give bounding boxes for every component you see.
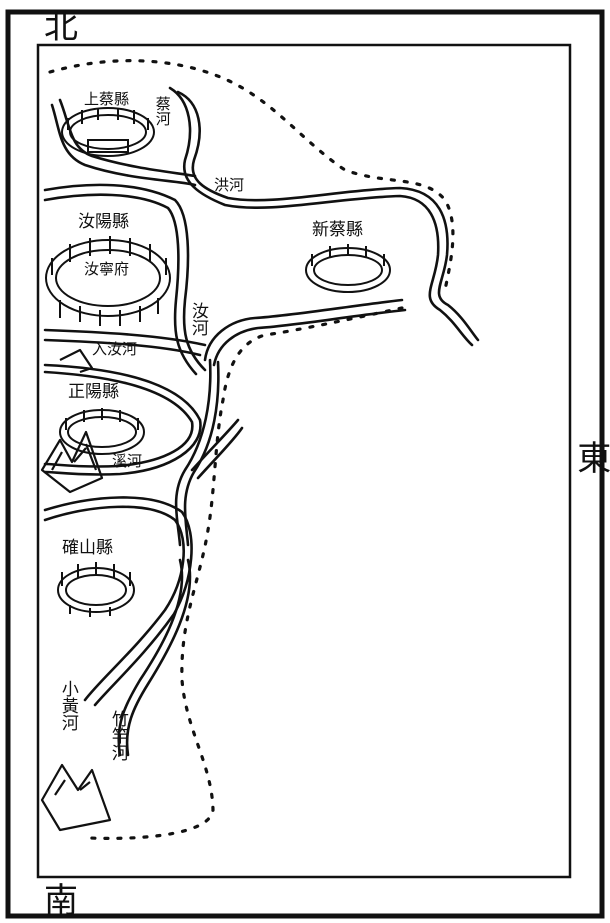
rivers xyxy=(43,86,480,757)
mountains xyxy=(40,348,112,832)
label-xincai: 新蔡縣 xyxy=(312,220,363,240)
city-shangcai xyxy=(61,107,155,157)
label-shangcai: 上蔡縣 xyxy=(84,90,130,108)
city-zhengyang xyxy=(59,408,145,455)
label-xi-river: 溪河 xyxy=(112,452,143,470)
label-ru-river: 汝河 xyxy=(187,302,208,336)
east-label: 東 xyxy=(570,440,610,474)
boundary-lines xyxy=(48,59,455,840)
south-label: 南 xyxy=(44,881,78,921)
city-runing xyxy=(45,236,171,326)
city-xincai xyxy=(305,244,391,293)
label-zhugan-river: 竹竿河 xyxy=(107,710,128,761)
map-frame xyxy=(5,9,605,919)
label-ruru-river: 入汝河 xyxy=(92,340,138,358)
label-zhengyang: 正陽縣 xyxy=(68,382,119,402)
label-xiaohuang-river: 小黃河 xyxy=(57,680,78,731)
label-cai-river: 蔡河 xyxy=(153,96,172,126)
label-ruyang: 汝陽縣 xyxy=(78,212,129,232)
city-queshan xyxy=(57,562,135,617)
walled-cities xyxy=(45,107,391,617)
north-label: 北 xyxy=(44,7,78,47)
label-hong-river: 洪河 xyxy=(214,176,245,194)
label-runing-fu: 汝寧府 xyxy=(84,260,130,278)
label-queshan: 確山縣 xyxy=(62,538,113,558)
